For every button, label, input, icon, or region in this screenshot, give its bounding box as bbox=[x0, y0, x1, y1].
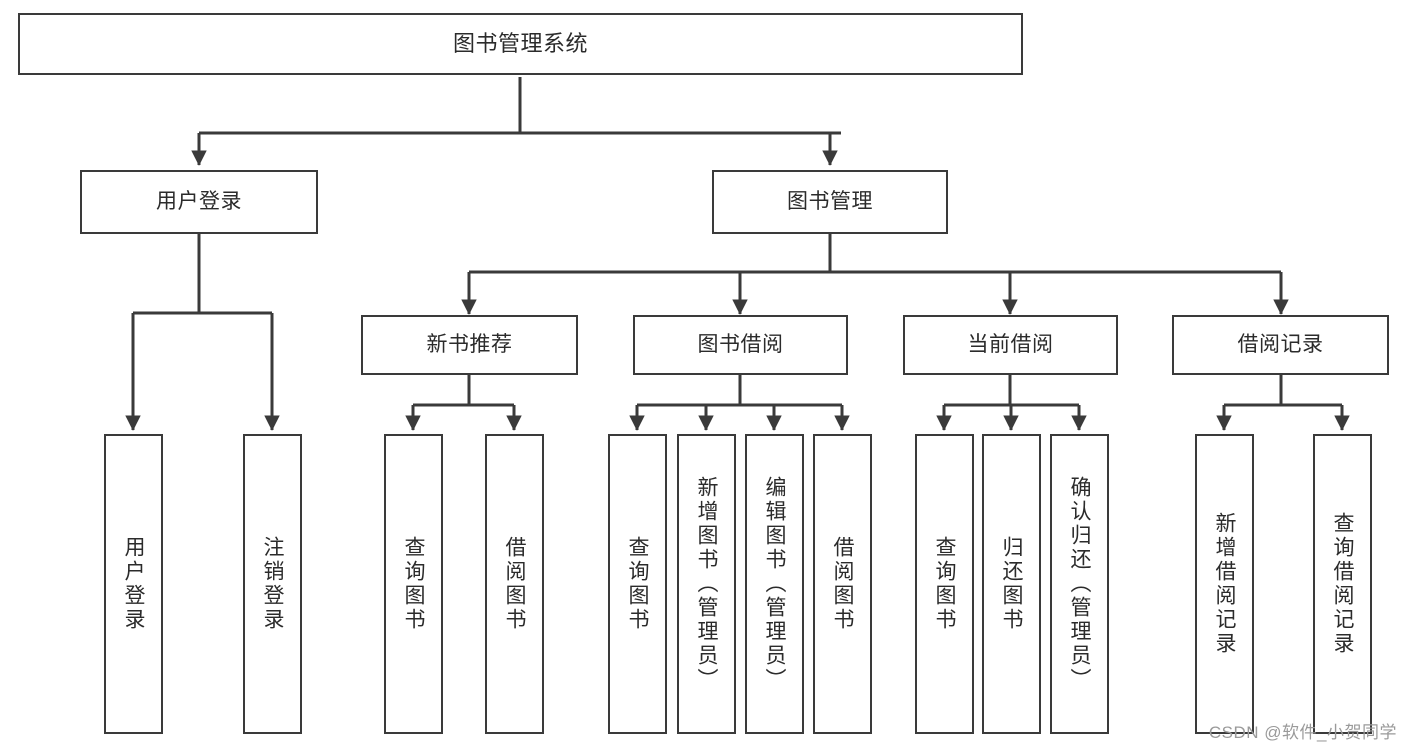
leaf-query-book-recommend[interactable]: 查询图书 bbox=[384, 434, 443, 734]
node-new-book-recommendation[interactable]: 新书推荐 bbox=[361, 315, 578, 375]
leaf-return-book[interactable]: 归还图书 bbox=[982, 434, 1041, 734]
node-label: 编辑图书（管理员） bbox=[763, 476, 786, 692]
node-label: 新增图书（管理员） bbox=[695, 476, 718, 692]
node-label: 查询图书 bbox=[933, 536, 956, 632]
node-label: 注销登录 bbox=[261, 536, 284, 632]
node-label: 查询图书 bbox=[626, 536, 649, 632]
node-label: 确认归还（管理员） bbox=[1068, 476, 1091, 692]
node-label: 借阅图书 bbox=[831, 536, 854, 632]
leaf-add-book-admin[interactable]: 新增图书（管理员） bbox=[677, 434, 736, 734]
node-label: 图书管理 bbox=[787, 189, 873, 213]
leaf-borrow-book-recommend[interactable]: 借阅图书 bbox=[485, 434, 544, 734]
node-label: 新增借阅记录 bbox=[1213, 512, 1236, 656]
node-label: 图书管理系统 bbox=[452, 31, 588, 57]
node-borrow-record[interactable]: 借阅记录 bbox=[1172, 315, 1389, 375]
node-user-login[interactable]: 用户登录 bbox=[80, 170, 318, 234]
node-label: 用户登录 bbox=[122, 536, 145, 632]
node-label: 图书借阅 bbox=[697, 332, 784, 356]
node-book-management[interactable]: 图书管理 bbox=[712, 170, 948, 234]
node-label: 用户登录 bbox=[156, 189, 242, 213]
leaf-query-borrow-record[interactable]: 查询借阅记录 bbox=[1313, 434, 1372, 734]
node-current-borrow[interactable]: 当前借阅 bbox=[903, 315, 1118, 375]
watermark: CSDN @软件_小贺同学 bbox=[1208, 723, 1397, 742]
node-label: 查询借阅记录 bbox=[1331, 512, 1354, 656]
leaf-logout[interactable]: 注销登录 bbox=[243, 434, 302, 734]
node-label: 查询图书 bbox=[402, 536, 425, 632]
node-label: 归还图书 bbox=[1000, 536, 1023, 632]
node-label: 借阅图书 bbox=[503, 536, 526, 632]
node-label: 借阅记录 bbox=[1237, 332, 1324, 356]
leaf-borrow-book[interactable]: 借阅图书 bbox=[813, 434, 872, 734]
leaf-confirm-return-admin[interactable]: 确认归还（管理员） bbox=[1050, 434, 1109, 734]
leaf-query-book-current[interactable]: 查询图书 bbox=[915, 434, 974, 734]
leaf-add-borrow-record[interactable]: 新增借阅记录 bbox=[1195, 434, 1254, 734]
node-book-borrow[interactable]: 图书借阅 bbox=[633, 315, 848, 375]
leaf-query-book-borrow[interactable]: 查询图书 bbox=[608, 434, 667, 734]
leaf-user-login[interactable]: 用户登录 bbox=[104, 434, 163, 734]
node-label: 当前借阅 bbox=[967, 332, 1054, 356]
node-root-book-management-system[interactable]: 图书管理系统 bbox=[18, 13, 1023, 75]
leaf-edit-book-admin[interactable]: 编辑图书（管理员） bbox=[745, 434, 804, 734]
node-label: 新书推荐 bbox=[426, 332, 513, 356]
